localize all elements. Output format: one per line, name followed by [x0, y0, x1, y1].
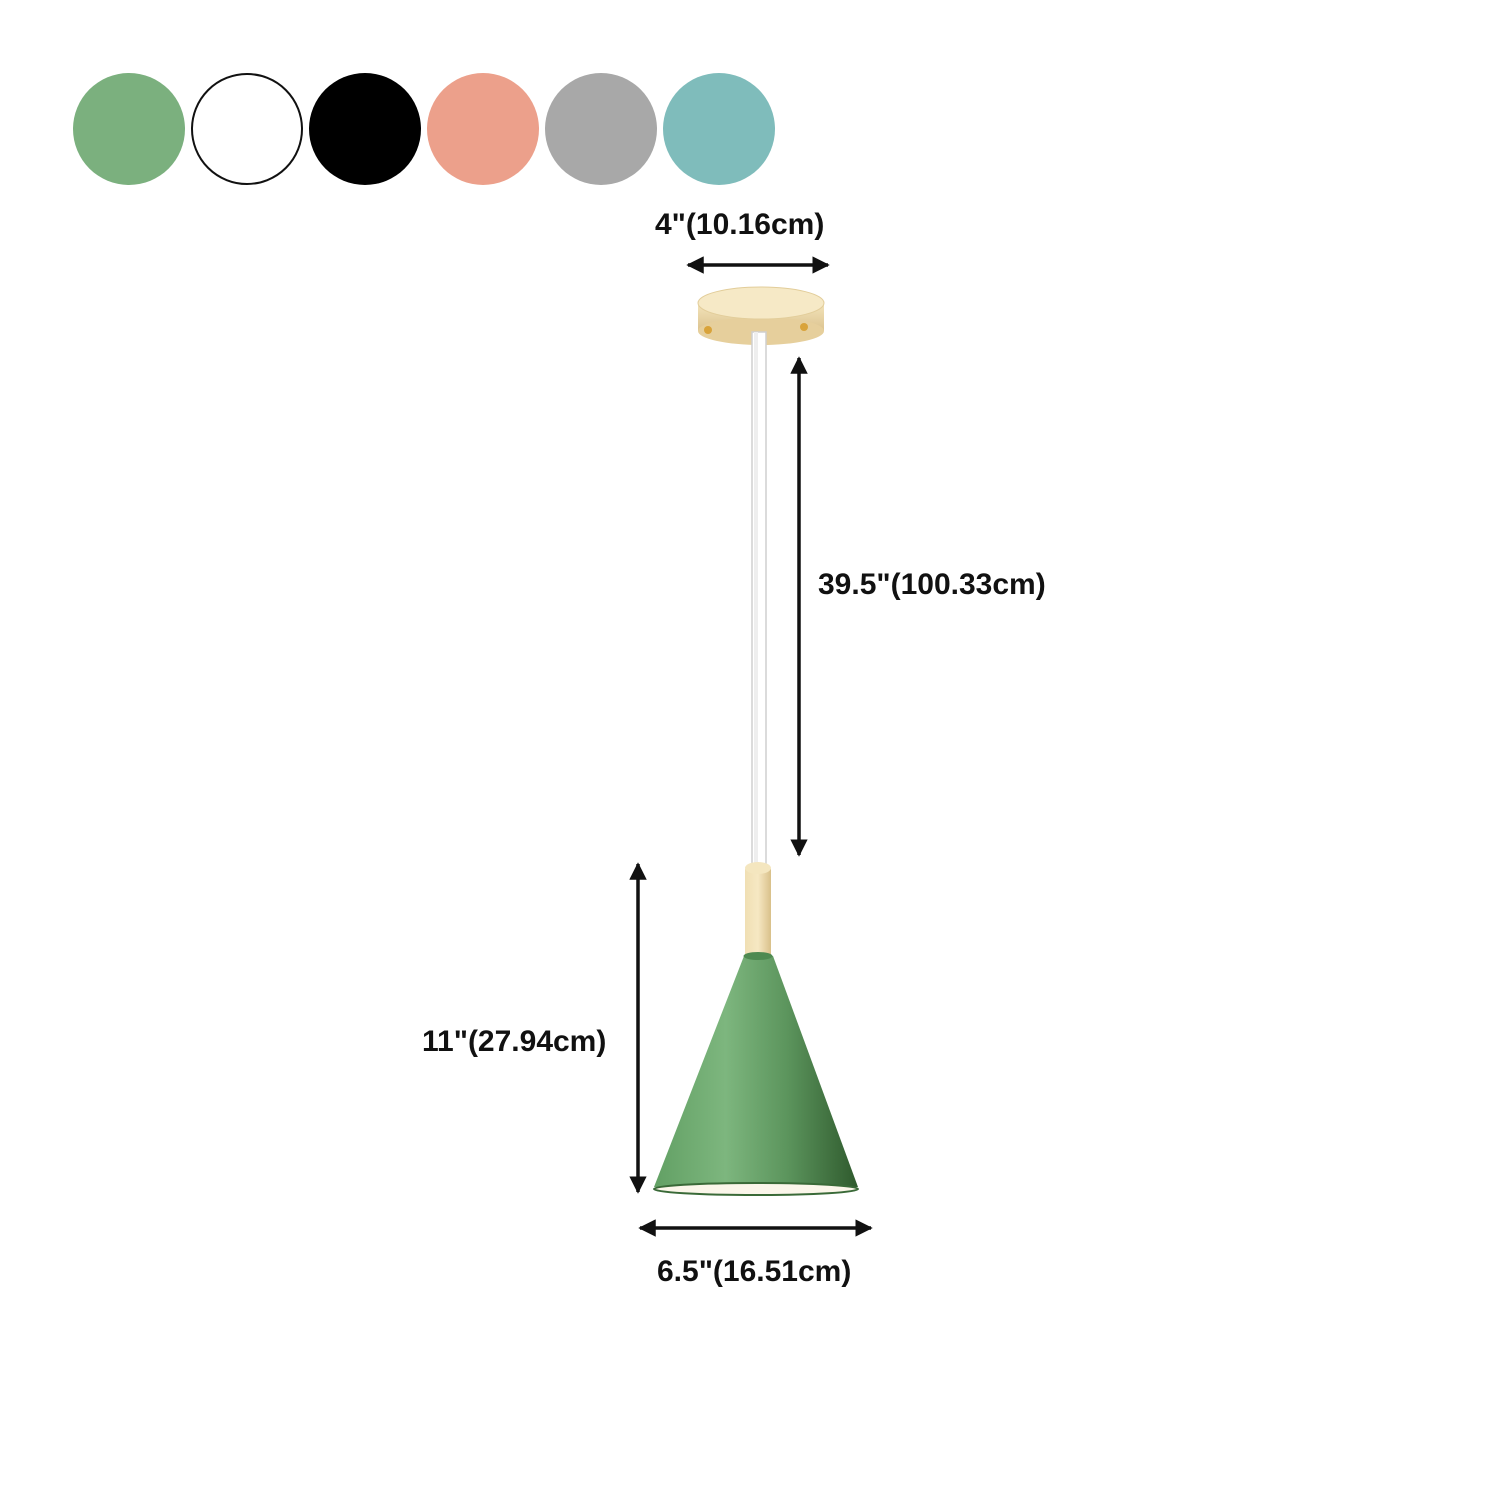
swatch-green[interactable]	[73, 73, 185, 185]
canopy-screw-right	[800, 323, 808, 331]
swatch-teal[interactable]	[663, 73, 775, 185]
swatch-pink[interactable]	[427, 73, 539, 185]
wooden-socket-neck	[745, 862, 771, 960]
swatch-black[interactable]	[309, 73, 421, 185]
shade-height-label: 11"(27.94cm)	[422, 1025, 607, 1058]
cord-length-label: 39.5"(100.33cm)	[818, 568, 1046, 601]
swatch-grey[interactable]	[545, 73, 657, 185]
suspension-cord	[751, 331, 767, 865]
cone-shade	[653, 952, 859, 1196]
ceiling-canopy	[697, 286, 825, 345]
canopy-width-label: 4"(10.16cm)	[655, 208, 825, 241]
canopy-screw-left	[704, 326, 712, 334]
shade-rim	[653, 1182, 859, 1196]
shade-width-label: 6.5"(16.51cm)	[657, 1255, 852, 1288]
swatch-white[interactable]	[191, 73, 303, 185]
